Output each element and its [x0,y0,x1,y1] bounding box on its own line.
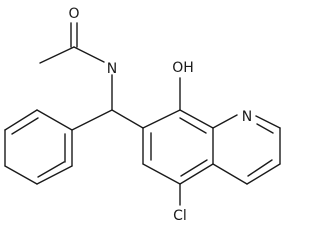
phenyl-bond-1 [71,109,113,131]
label-chlorine: Cl [173,208,187,224]
quinoline-pyridine-ring [212,114,281,185]
bond-methine-quinoline [111,109,144,129]
acetamide-group [39,22,113,111]
quinoline-benzo-ring [142,109,214,185]
phenyl-bond-6 [36,165,73,185]
qb-bond-1 [142,109,181,129]
label-acetyl-oxygen: O [68,6,79,22]
phenyl-bond-2 [36,109,73,131]
label-hydroxyl: OH [172,60,194,76]
bond-methyl [39,46,75,64]
chemical-structure-diagram: O N OH N Cl [4,6,281,224]
label-amide-nitrogen: N [107,61,117,77]
phenyl-double-2 [37,161,65,178]
qb-bond-2 [179,109,214,129]
qb-double-3 [180,159,208,177]
qb-double-2 [179,117,207,134]
qb-bond-5 [142,163,181,185]
qp-bond-4 [246,163,281,185]
bond-carbonyl-nitrogen [73,46,105,63]
qb-bond-4 [179,163,214,185]
label-quinoline-nitrogen: N [242,109,252,125]
qp-double-2 [247,159,273,177]
qp-bond-5 [212,163,248,185]
qp-bond-1 [212,114,238,129]
qp-bond-2 [255,115,281,129]
qp-double-1 [256,123,274,134]
phenyl-double-1 [11,117,39,135]
phenyl-ring [4,109,113,185]
phenyl-bond-3 [4,109,38,131]
phenyl-bond-5 [4,165,38,185]
